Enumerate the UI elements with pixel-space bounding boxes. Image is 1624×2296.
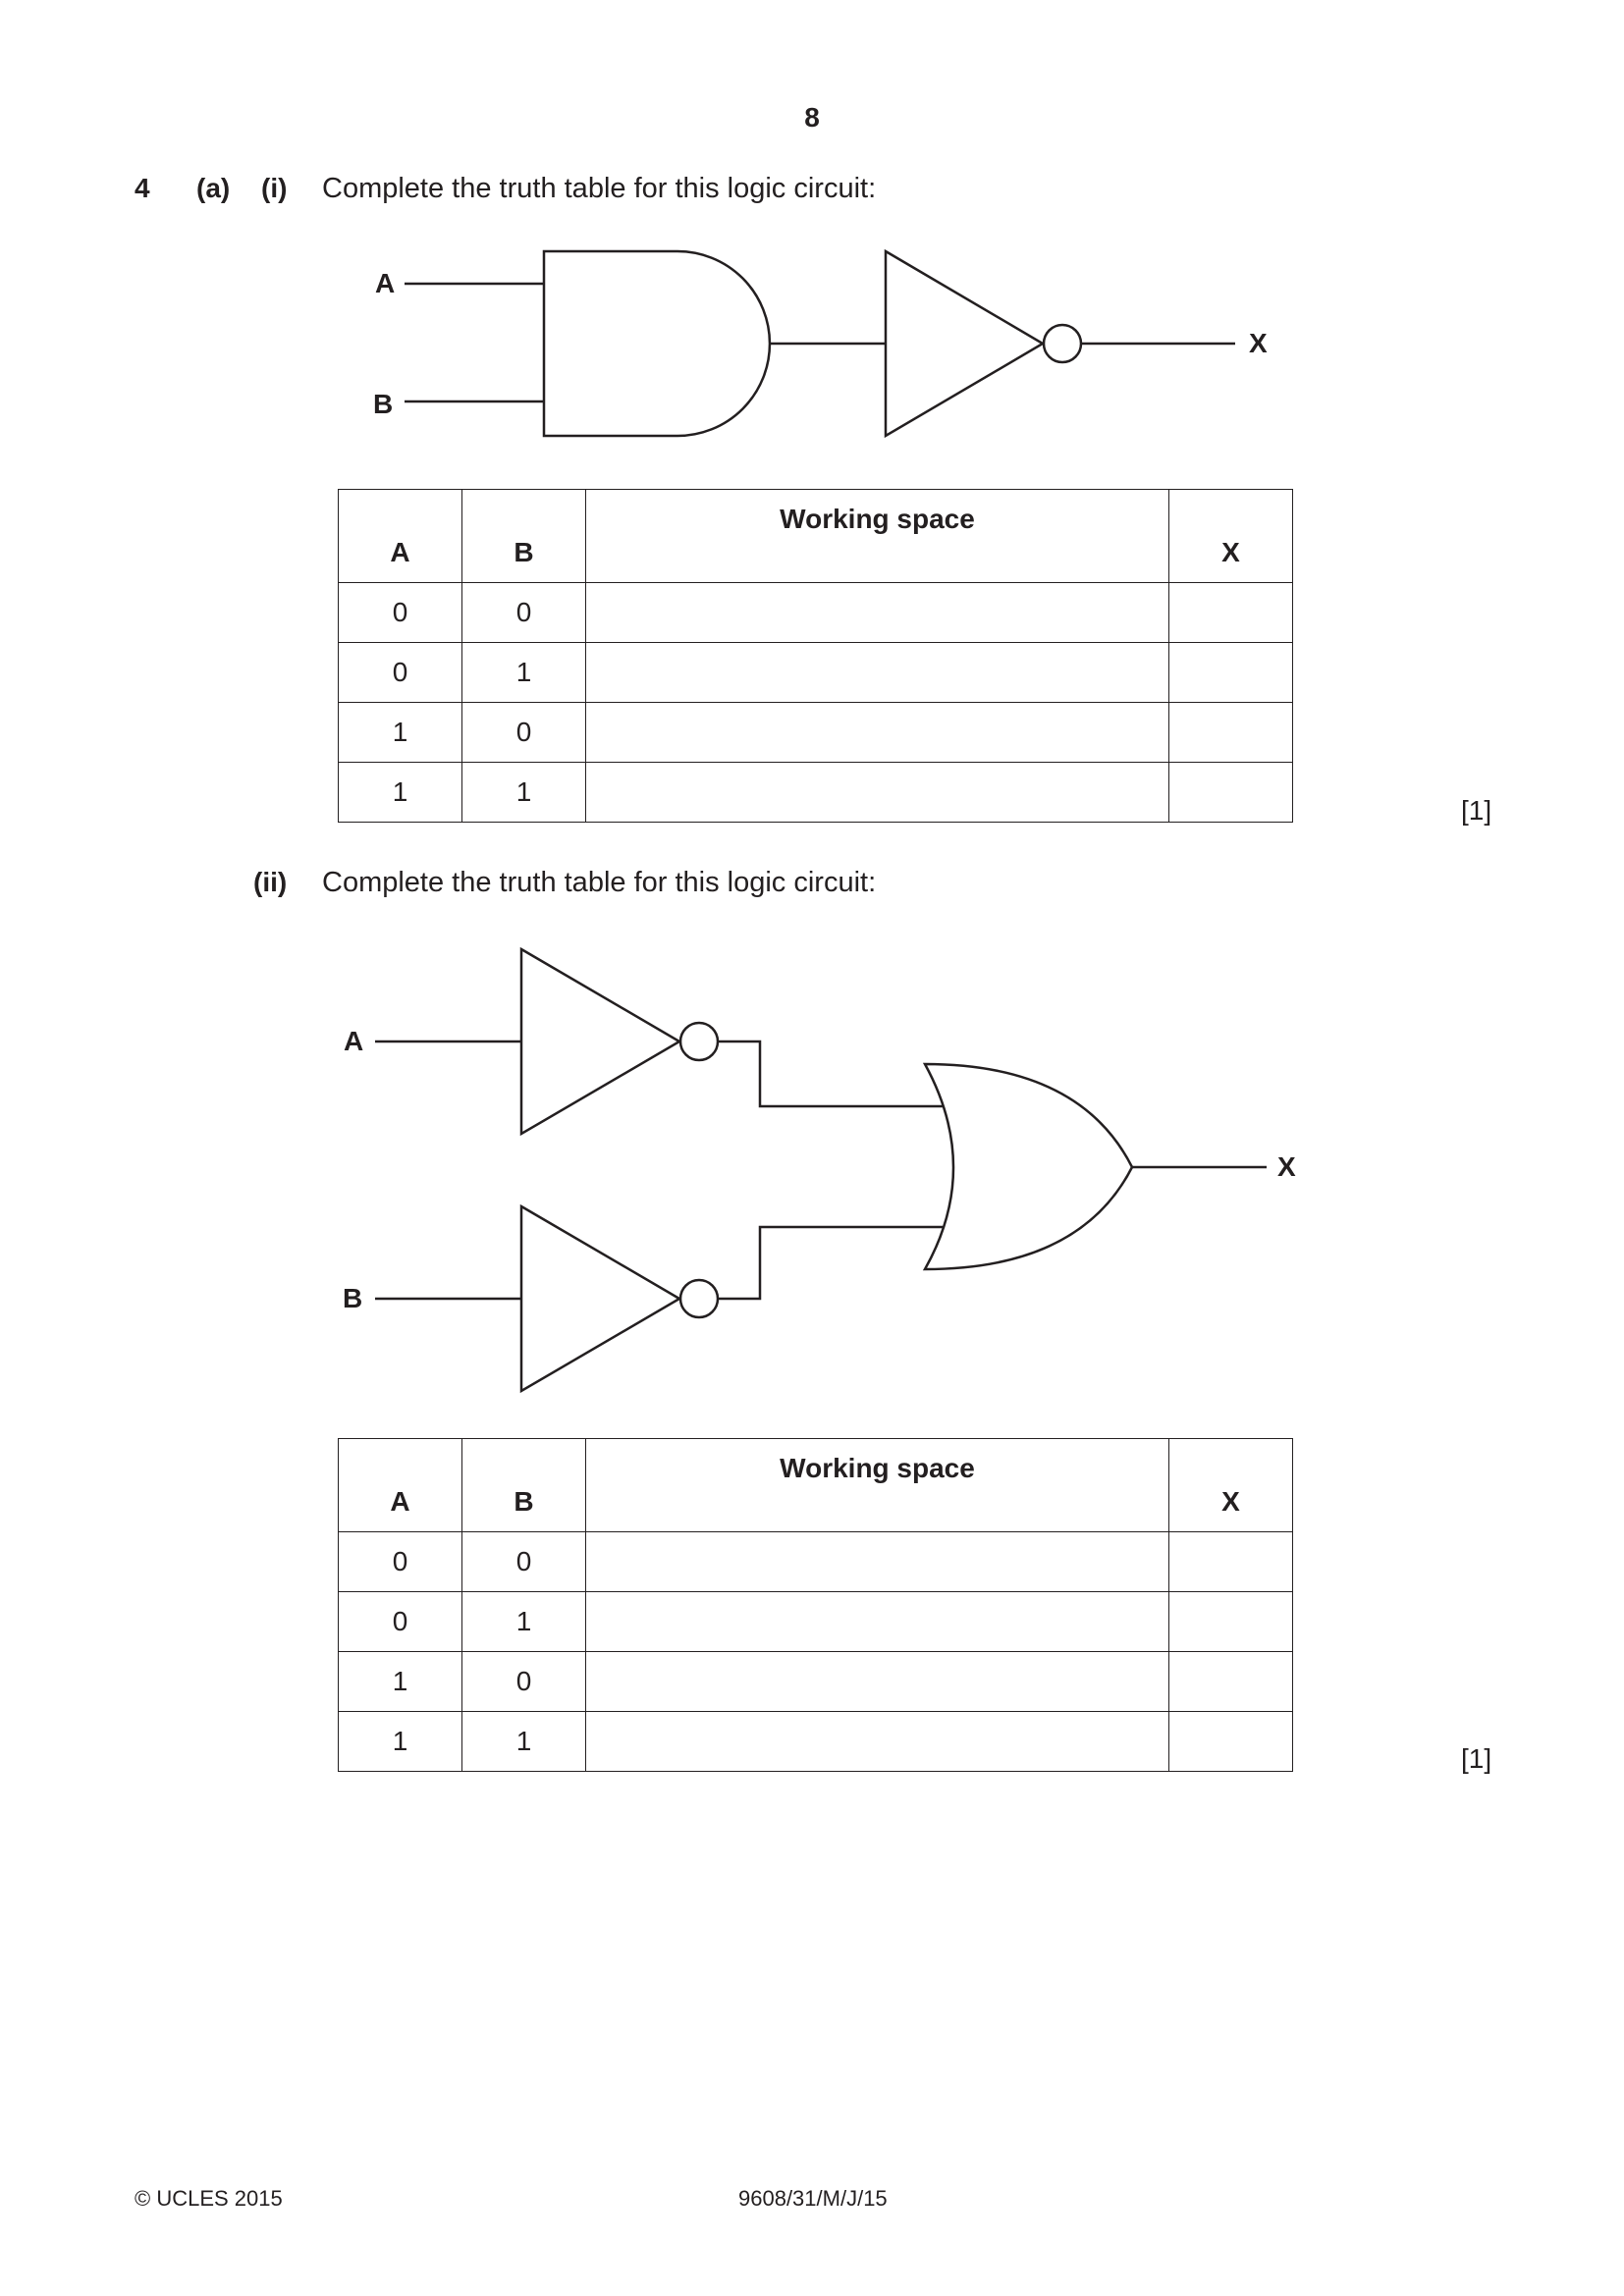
cell-b: 0 xyxy=(461,582,586,643)
header-b: B xyxy=(461,489,586,583)
cell-working[interactable] xyxy=(585,1711,1169,1772)
cell-a: 1 xyxy=(338,762,462,823)
cell-working[interactable] xyxy=(585,1651,1169,1712)
footer-copyright: © UCLES 2015 xyxy=(135,2186,283,2211)
cell-b: 1 xyxy=(461,642,586,703)
truth-table-1: A B Working space X 0 0 0 1 1 0 1 1 xyxy=(338,489,1293,823)
not-gate-b xyxy=(519,1203,682,1394)
question-part: (a) xyxy=(196,173,231,203)
table-row: 1 1 xyxy=(338,1711,1293,1772)
marks-ii: [1] xyxy=(1461,1743,1492,1774)
cell-x[interactable] xyxy=(1168,1651,1293,1712)
header-a: A xyxy=(338,489,462,583)
cell-a: 0 xyxy=(338,642,462,703)
cell-b: 0 xyxy=(461,1531,586,1592)
circuit1-label-a: A xyxy=(375,268,395,298)
inverter-bubble-a xyxy=(678,1021,720,1062)
header-x: X xyxy=(1168,1438,1293,1532)
circuit1-label-b: B xyxy=(373,389,393,419)
table-row: 1 1 xyxy=(338,762,1293,823)
question-subpart-i: (i) xyxy=(261,173,288,203)
page-number: 8 xyxy=(804,102,820,133)
cell-a: 0 xyxy=(338,1531,462,1592)
inverter-bubble-b xyxy=(678,1278,720,1319)
circuit2-label-x: X xyxy=(1277,1151,1296,1182)
table-row: 0 0 xyxy=(338,582,1293,643)
instruction-i: Complete the truth table for this logic … xyxy=(322,173,877,204)
or-gate xyxy=(922,1062,1134,1271)
not-a-to-or-wire xyxy=(718,1040,943,1108)
cell-b: 1 xyxy=(461,1711,586,1772)
cell-a: 0 xyxy=(338,1591,462,1652)
cell-working[interactable] xyxy=(585,582,1169,643)
cell-a: 1 xyxy=(338,1651,462,1712)
cell-b: 1 xyxy=(461,1591,586,1652)
header-a: A xyxy=(338,1438,462,1532)
instruction-ii: Complete the truth table for this logic … xyxy=(322,867,877,898)
cell-x[interactable] xyxy=(1168,1531,1293,1592)
cell-b: 1 xyxy=(461,762,586,823)
cell-x[interactable] xyxy=(1168,582,1293,643)
footer-paper-code: 9608/31/M/J/15 xyxy=(738,2186,888,2211)
not-gate xyxy=(884,248,1046,439)
cell-working[interactable] xyxy=(585,762,1169,823)
table-row: 0 1 xyxy=(338,1591,1293,1652)
and-gate xyxy=(542,249,772,438)
cell-a: 1 xyxy=(338,1711,462,1772)
circuit1-label-x: X xyxy=(1249,328,1268,358)
table-row: 1 0 xyxy=(338,702,1293,763)
cell-x[interactable] xyxy=(1168,642,1293,703)
not-gate-a xyxy=(519,946,682,1137)
cell-b: 0 xyxy=(461,1651,586,1712)
not-b-to-or-wire xyxy=(718,1225,943,1301)
marks-i: [1] xyxy=(1461,795,1492,826)
header-working-space: Working space xyxy=(585,489,1169,583)
table-row: 0 0 xyxy=(338,1531,1293,1592)
table-row: 1 0 xyxy=(338,1651,1293,1712)
header-working-space: Working space xyxy=(585,1438,1169,1532)
question-subpart-ii: (ii) xyxy=(253,867,288,897)
cell-x[interactable] xyxy=(1168,1591,1293,1652)
question-number: 4 xyxy=(135,173,150,203)
truth-table-2: A B Working space X 0 0 0 1 1 0 1 1 xyxy=(338,1438,1293,1772)
cell-x[interactable] xyxy=(1168,762,1293,823)
cell-x[interactable] xyxy=(1168,1711,1293,1772)
cell-working[interactable] xyxy=(585,1531,1169,1592)
cell-working[interactable] xyxy=(585,1591,1169,1652)
header-b: B xyxy=(461,1438,586,1532)
circuit2-label-a: A xyxy=(344,1026,363,1056)
circuit2-label-b: B xyxy=(343,1283,362,1313)
